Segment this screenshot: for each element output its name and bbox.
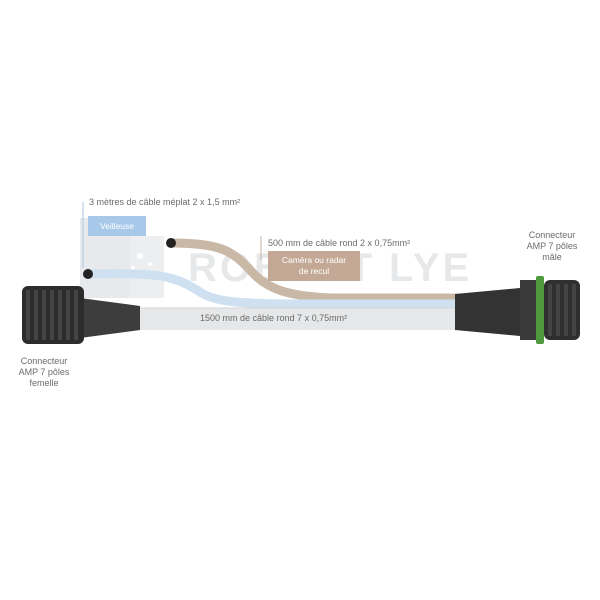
main-cable bbox=[130, 308, 470, 330]
left-connector bbox=[22, 286, 140, 344]
camera-tag-line2: de recul bbox=[298, 266, 330, 276]
right-sleeve bbox=[455, 288, 520, 336]
camera-tag-line1: Caméra ou radar bbox=[281, 255, 347, 265]
left-connector-label: Connecteur AMP 7 pôles femelle bbox=[4, 356, 84, 389]
right-connector-line1: Connecteur bbox=[528, 230, 576, 240]
tan-cable-end bbox=[166, 238, 176, 248]
left-connector-line2: AMP 7 pôles bbox=[18, 367, 70, 377]
left-connector-line3: femelle bbox=[29, 378, 59, 388]
right-connector-label: Connecteur AMP 7 pôles mâle bbox=[512, 230, 592, 263]
veilleuse-tag-bg bbox=[88, 216, 146, 236]
right-connector-line3: mâle bbox=[542, 252, 562, 262]
round-cable-500-label: 500 mm de câble rond 2 x 0,75mm² bbox=[268, 238, 411, 248]
veilleuse-tag: Veilleuse bbox=[99, 221, 135, 231]
round-cable-1500-label: 1500 mm de câble rond 7 x 0,75mm² bbox=[200, 313, 348, 323]
blue-cable bbox=[87, 269, 470, 309]
right-connector bbox=[520, 276, 580, 344]
left-connector-line1: Connecteur bbox=[20, 356, 68, 366]
flat-cable-label: 3 mètres de câble méplat 2 x 1,5 mm² bbox=[89, 197, 241, 207]
right-connector-line2: AMP 7 pôles bbox=[526, 241, 578, 251]
tan-cable bbox=[169, 238, 470, 303]
blue-cable-end bbox=[83, 269, 93, 279]
camera-tag-bg bbox=[268, 251, 360, 281]
